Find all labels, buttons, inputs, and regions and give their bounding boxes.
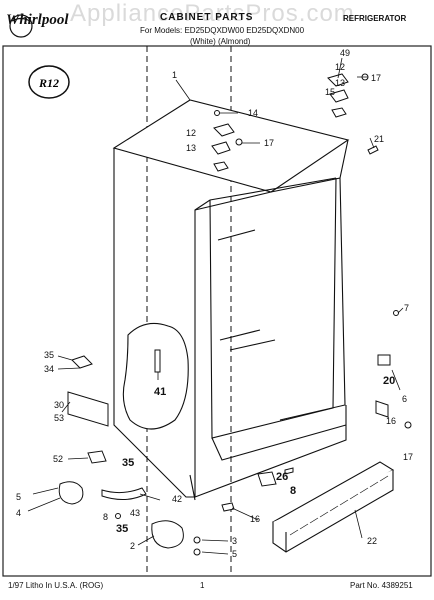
drawing-frame [2,45,432,577]
callout-label: 3 [232,536,237,546]
diagram-title: CABINET PARTS [160,12,254,23]
callout-label: 34 [44,364,54,374]
callout-label: 8 [290,485,296,497]
callout-label: 5 [16,492,21,502]
callout-label: 26 [276,471,288,483]
callout-label: 15 [325,87,335,97]
callout-label: 16 [250,514,260,524]
watermark: AppliancePartsPros.com [70,0,355,27]
callout-label: 52 [53,454,63,464]
callout-label: 30 [54,400,64,410]
callout-label: 8 [103,512,108,522]
callout-label: 7 [404,303,409,313]
model-numbers: For Models: ED25DQXDW00 ED25DQXDN00 [140,26,305,35]
r12-badge-text: R12 [38,76,59,90]
callout-label: 42 [172,494,182,504]
callout-label: 17 [264,138,274,148]
callout-label: 4 [16,508,21,518]
callout-label: 17 [403,452,413,462]
callout-label: 17 [371,73,381,83]
leader-lines [27,57,404,555]
brand-name: Whirlpool [6,12,69,28]
callout-label: 21 [374,134,384,144]
brand-logo [9,14,33,38]
callout-label: 13 [186,143,196,153]
callout-label: 22 [367,536,377,546]
callout-label: 5 [232,549,237,559]
callout-label: 20 [383,375,395,387]
hinge-parts [58,73,412,556]
model-variants: (White) (Almond) [190,37,251,46]
callout-label: 35 [116,523,128,535]
callout-label: 12 [186,128,196,138]
toe-grille [272,461,395,553]
callout-label: 2 [130,541,135,551]
callout-label: 53 [54,413,64,423]
cabinet-body [112,99,350,501]
callout-label: 14 [248,108,258,118]
part-number: Part No. 4389251 [350,581,413,590]
callout-label: 43 [130,508,140,518]
callout-label: 16 [386,416,396,426]
callout-label: 13 [335,78,345,88]
callout-label: 6 [402,394,407,404]
callout-label: 49 [340,48,350,58]
callout-label: 35 [44,350,54,360]
litho-info: 1/97 Litho In U.S.A. (ROG) [8,581,104,590]
callout-label: 1 [172,70,177,80]
page-number: 1 [200,581,205,590]
callout-label: 12 [335,62,345,72]
section-label: REFRIGERATOR [343,14,407,23]
grille-slots [289,475,389,536]
callout-label: 35 [122,457,134,469]
r12-badge: R12 [28,65,70,99]
callout-label: 41 [154,386,166,398]
